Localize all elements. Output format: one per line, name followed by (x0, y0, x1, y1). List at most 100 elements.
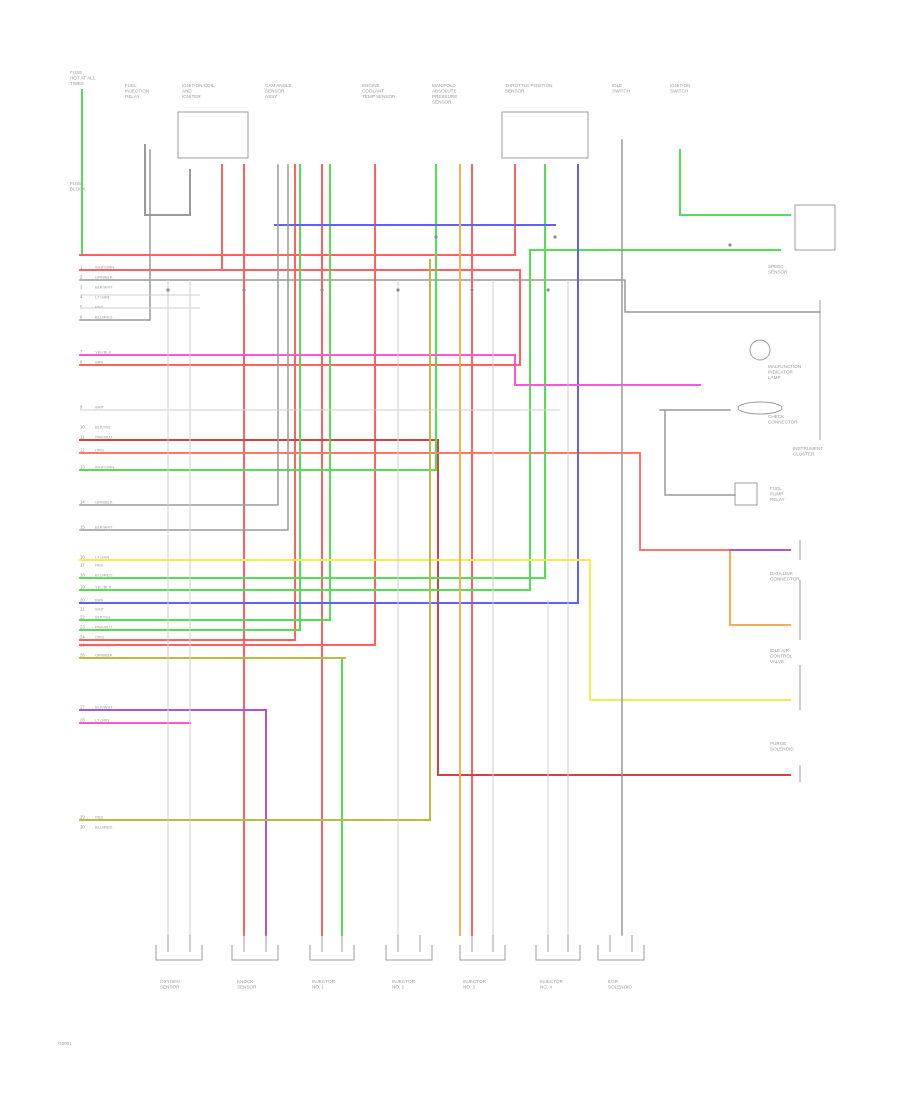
wire-color-label: LT GRN (95, 295, 109, 300)
pin-number: 4 (80, 295, 83, 300)
wire-color-label: BLK/YEL (95, 425, 112, 430)
wire-green-5 (79, 249, 781, 591)
page-ref-label: G0001 (58, 1041, 72, 1046)
splice (728, 243, 732, 247)
wire-gray-6 (659, 409, 736, 496)
wire-color-label: RED (95, 563, 104, 568)
bottom-connector (597, 935, 645, 961)
tps-box (501, 111, 589, 159)
instrument-ellipse (737, 401, 783, 415)
wire-color-label: WHT/GRN (95, 265, 114, 270)
splice (553, 235, 557, 239)
wire-color-label: LT GRN (95, 718, 109, 723)
pin-number: 1 (80, 265, 83, 270)
pin-number: 12 (80, 448, 85, 453)
splice (396, 288, 400, 292)
splice (166, 288, 170, 292)
wire-gray-bus (79, 279, 821, 313)
mil-lamp (749, 339, 771, 361)
wire-green-3 (79, 164, 437, 471)
bottom-connector (459, 935, 506, 961)
pin-number: 6 (80, 315, 83, 320)
bottom-connectors (155, 935, 645, 961)
speed-sensor-box (794, 204, 836, 251)
check-connector-box (734, 482, 758, 506)
pin-number: 29 (80, 815, 85, 820)
wire-color-label: WHT/GRN (95, 465, 114, 470)
wires (79, 89, 821, 936)
wire-yellow-1 (79, 559, 791, 701)
pin-number: 23 (80, 625, 85, 630)
wire-color-label: BLK/YEL (95, 615, 112, 620)
pin-number: 24 (80, 635, 85, 640)
pin-number: 17 (80, 563, 85, 568)
pin-number: 19 (80, 585, 85, 590)
wire-color-label: YEL/BLK (95, 585, 112, 590)
wire-color-label: PNK/BLU (95, 435, 112, 440)
wire-color-label: BLU/RED (95, 825, 112, 830)
wire-color-label: GRN/BLK (95, 653, 113, 658)
pin-number: 2 (80, 275, 83, 280)
pin-number: 28 (80, 718, 85, 723)
splices (166, 235, 732, 292)
pin-number: 21 (80, 607, 85, 612)
splice (320, 288, 324, 292)
bottom-connector (309, 935, 355, 961)
wire-green-6 (679, 149, 791, 216)
pin-number: 13 (80, 465, 85, 470)
pin-number: 15 (80, 525, 85, 530)
pin-number: 22 (80, 615, 85, 620)
wire-color-label: ORG (95, 448, 104, 453)
wire-red-5 (79, 164, 376, 646)
splice (434, 235, 438, 239)
wire-olive-1 (79, 259, 431, 821)
wire-blue-2 (79, 164, 579, 604)
pin-number: 30 (80, 825, 85, 830)
pin-number: 26 (80, 653, 85, 658)
wire-color-label: RED (95, 305, 104, 310)
bottom-connector (231, 935, 279, 961)
wire-color-label: YEL/BLK (95, 350, 112, 355)
splice (546, 288, 550, 292)
pin-number: 7 (80, 350, 83, 355)
wire-purple-1 (79, 709, 267, 936)
pin-number: 3 (80, 285, 83, 290)
wire-red-3 (79, 164, 296, 641)
wire-color-label: ORG (95, 635, 104, 640)
pin-number: 18 (80, 573, 85, 578)
wire-red-9 (79, 439, 791, 776)
wire-gray-2 (79, 149, 151, 321)
components (177, 111, 836, 782)
wire-color-label: BLU/RED (95, 573, 112, 578)
pin-number: 9 (80, 405, 83, 410)
pin-number: 16 (80, 555, 85, 560)
wire-gray-relay (144, 144, 191, 216)
splice (470, 288, 474, 292)
wire-color-label: BLK/WHT (95, 705, 113, 710)
wire-pink-1 (79, 354, 701, 386)
wire-gray-4 (79, 164, 289, 531)
wire-green-1 (79, 164, 301, 631)
